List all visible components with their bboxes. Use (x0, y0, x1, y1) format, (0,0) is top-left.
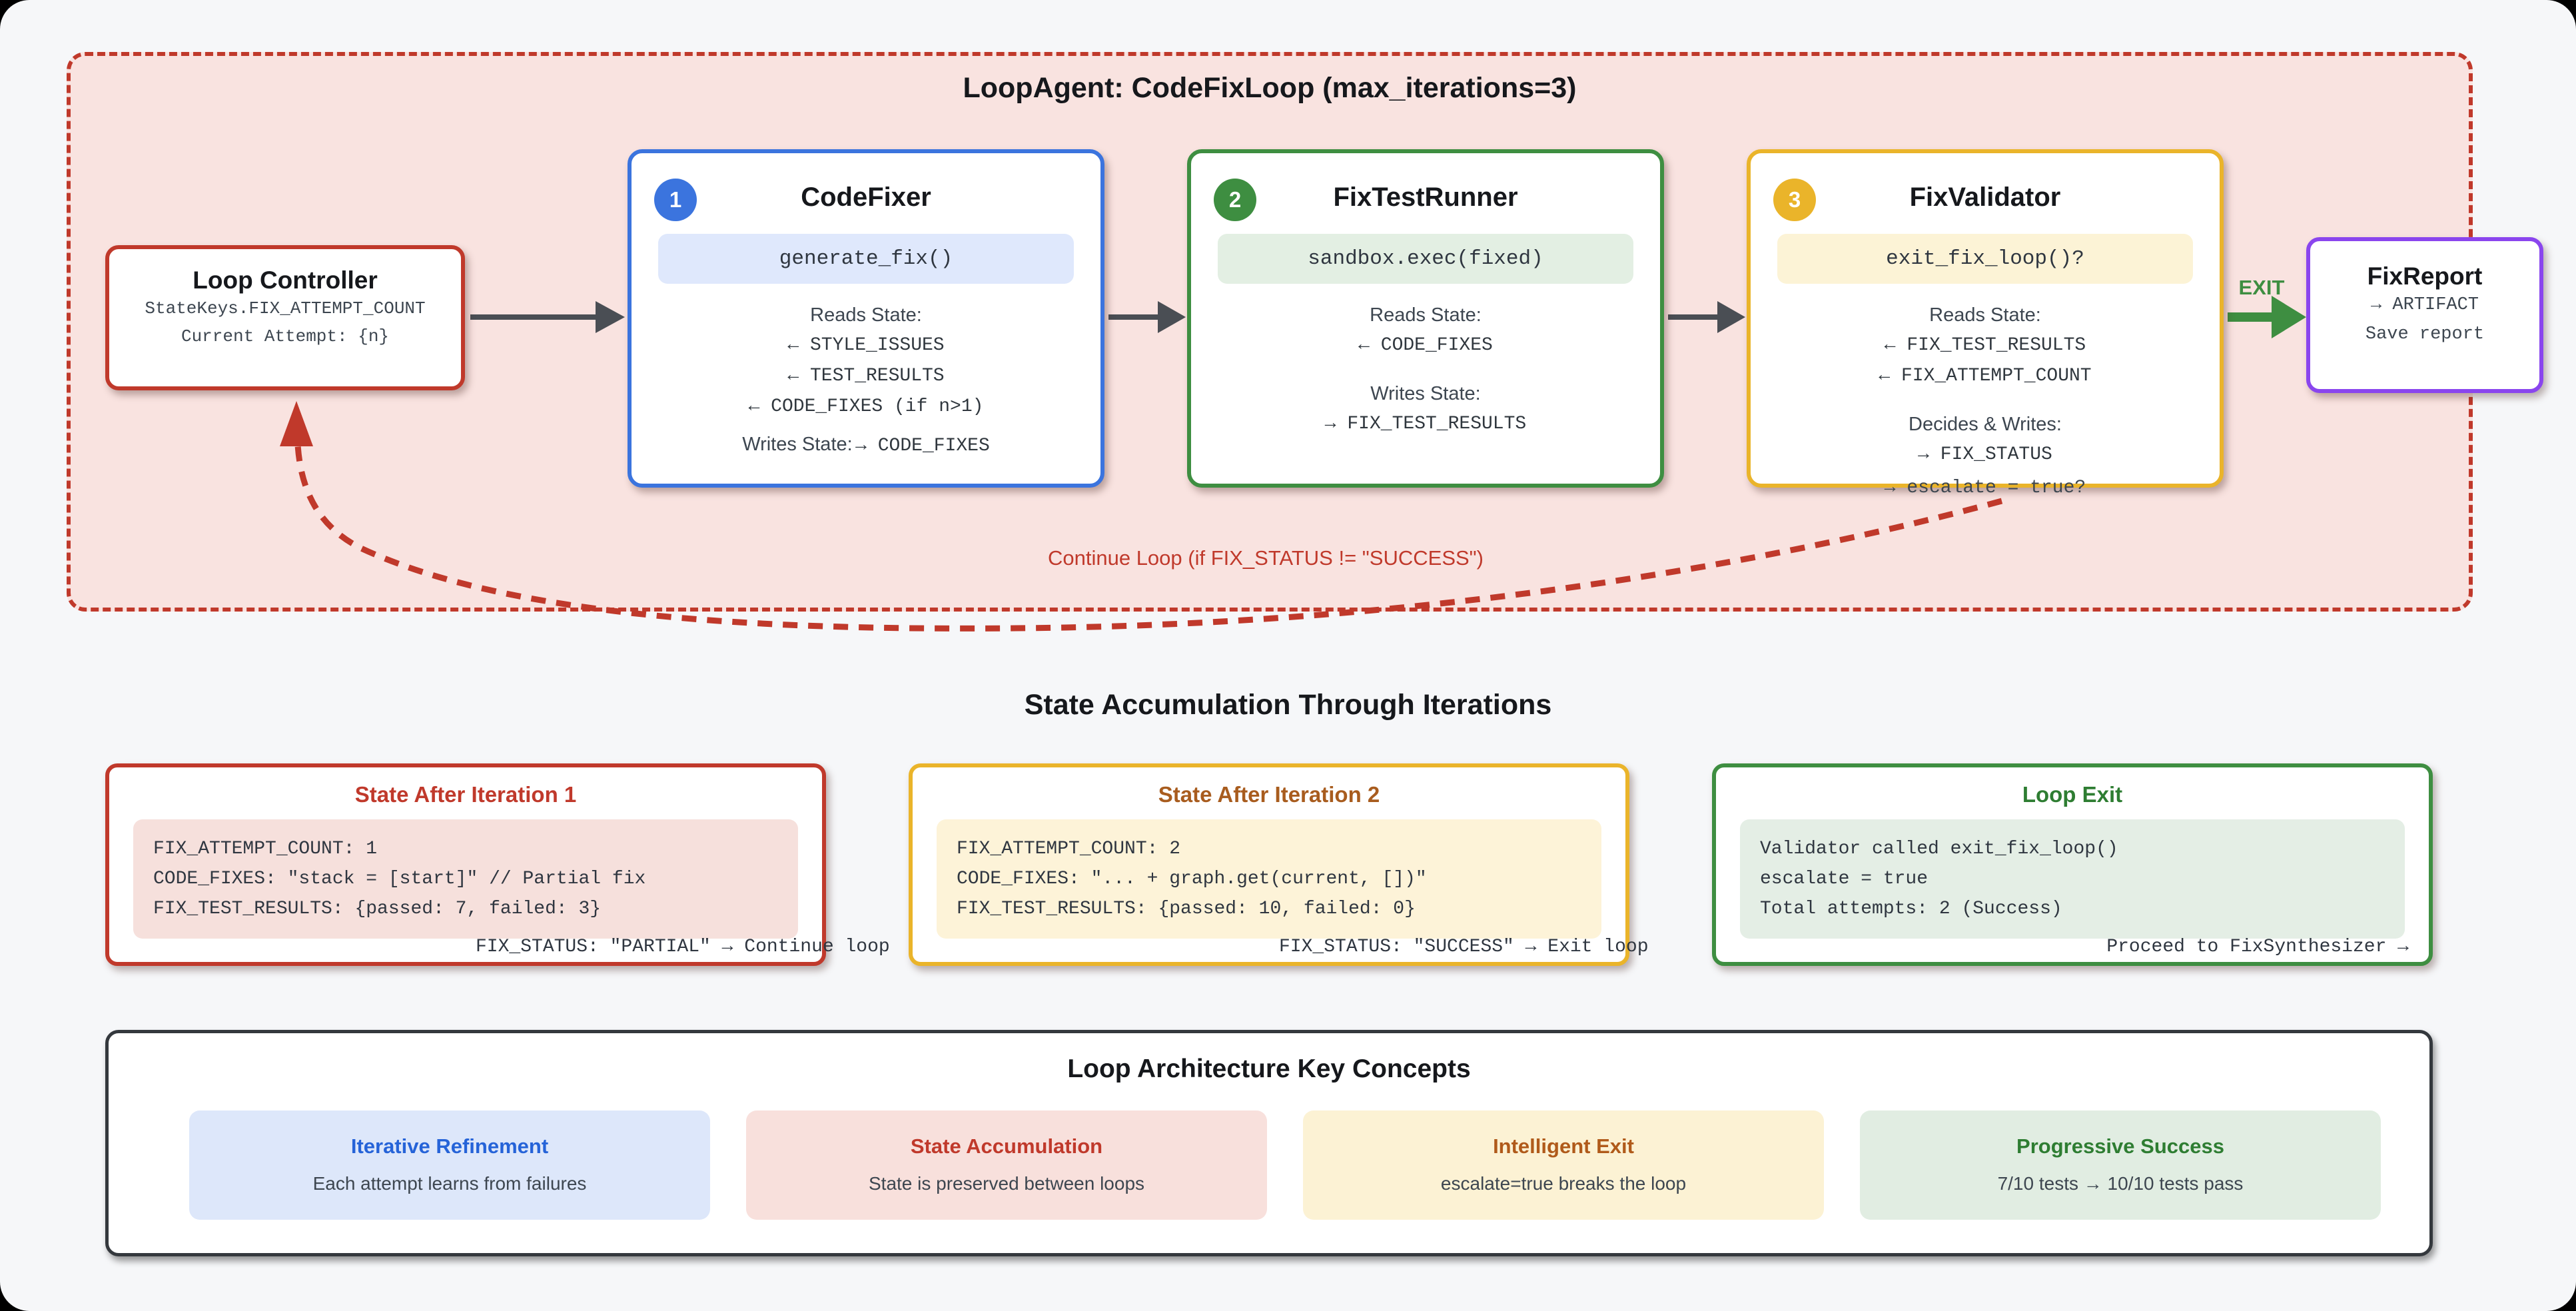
loop-region-title: LoopAgent: CodeFixLoop (max_iterations=3… (963, 72, 1577, 104)
code-line: FIX_TEST_RESULTS: {passed: 10, failed: 0… (957, 899, 1416, 919)
state-box-title: State After Iteration 2 (1158, 782, 1380, 807)
writes-state-line: Writes State: → CODE_FIXES (632, 429, 1100, 464)
reads-state-label: Reads State: (1370, 304, 1482, 326)
agent-box-fixvalidator: 3 FixValidator exit_fix_loop()? Reads St… (1747, 149, 2224, 498)
concept-card-progressive-success: Progressive Success 7/10 tests → 10/10 t… (1860, 1110, 2381, 1220)
step-number-badge: 3 (1773, 179, 1816, 221)
code-line: FIX_ATTEMPT_COUNT: 1 (153, 839, 378, 859)
reads-state-item: ← TEST_RESULTS (787, 366, 945, 386)
state-box-iteration-1: State After Iteration 1 FIX_ATTEMPT_COUN… (105, 763, 890, 966)
code-line: FIX_ATTEMPT_COUNT: 2 (957, 839, 1181, 859)
writes-state-item: → FIX_STATUS (1918, 444, 2052, 465)
key-concepts-panel: Loop Architecture Key Concepts Iterative… (105, 1030, 2433, 1256)
concept-card-title: State Accumulation (910, 1134, 1103, 1158)
state-code-block: Validator called exit_fix_loop() escalat… (1740, 819, 2405, 939)
state-box-title: Loop Exit (2022, 782, 2123, 807)
fixreport-title: FixReport (2367, 262, 2483, 290)
concept-card-desc: Each attempt learns from failures (312, 1173, 587, 1194)
code-line: CODE_FIXES: "stack = [start]" // Partial… (153, 869, 646, 889)
reads-state-item: ← STYLE_ISSUES (787, 335, 945, 356)
state-footer-line: Proceed to FixSynthesizer → (2106, 937, 2409, 957)
loop-controller-title: Loop Controller (193, 266, 378, 294)
concept-card-desc: 7/10 tests → 10/10 tests pass (1997, 1173, 2244, 1194)
controller-statekey-line: StateKeys.FIX_ATTEMPT_COUNT (145, 298, 426, 318)
agent-box-fixtestrunner: 2 FixTestRunner sandbox.exec(fixed) Read… (1187, 149, 1664, 488)
step-number-badge: 1 (654, 179, 697, 221)
reads-state-item: ← FIX_TEST_RESULTS (1884, 335, 2086, 356)
state-section-heading: State Accumulation Through Iterations (1024, 689, 1552, 721)
fixreport-save-line: Save report (2365, 324, 2485, 344)
agent-title: FixValidator (1909, 183, 2061, 212)
loop-controller-box: Loop Controller StateKeys.FIX_ATTEMPT_CO… (105, 245, 465, 390)
agent-title: FixTestRunner (1333, 183, 1518, 212)
decides-writes-label: Decides & Writes: (1909, 414, 2062, 435)
state-footer-line: FIX_STATUS: "SUCCESS" → Exit loop (1279, 937, 1649, 957)
state-code-block: FIX_ATTEMPT_COUNT: 1 CODE_FIXES: "stack … (133, 819, 798, 939)
code-line: Total attempts: 2 (Success) (1760, 899, 2062, 919)
agent-method-pill: generate_fix() (658, 234, 1074, 284)
concept-card-title: Intelligent Exit (1493, 1134, 1634, 1158)
step-number-badge: 2 (1214, 179, 1256, 221)
reads-state-item: ← CODE_FIXES (if n>1) (748, 396, 984, 417)
key-concepts-title: Loop Architecture Key Concepts (1067, 1055, 1471, 1083)
state-code-block: FIX_ATTEMPT_COUNT: 2 CODE_FIXES: "... + … (937, 819, 1601, 939)
reads-state-item: ← FIX_ATTEMPT_COUNT (1879, 366, 2092, 386)
code-line: CODE_FIXES: "... + graph.get(current, []… (957, 869, 1427, 889)
reads-state-label: Reads State: (1929, 304, 2041, 326)
concept-card-desc: escalate=true breaks the loop (1440, 1173, 1687, 1194)
concept-card-state-accumulation: State Accumulation State is preserved be… (746, 1110, 1267, 1220)
concept-card-iterative-refinement: Iterative Refinement Each attempt learns… (189, 1110, 710, 1220)
reads-state-item: ← CODE_FIXES (1358, 335, 1493, 356)
concept-card-title: Progressive Success (2016, 1134, 2224, 1158)
state-box-loop-exit: Loop Exit Validator called exit_fix_loop… (1712, 763, 2433, 966)
agent-method-pill: exit_fix_loop()? (1777, 234, 2193, 284)
writes-state-label: Writes State: (1370, 383, 1481, 404)
code-line: escalate = true (1760, 869, 1929, 889)
concept-card-intelligent-exit: Intelligent Exit escalate=true breaks th… (1303, 1110, 1824, 1220)
reads-state-label: Reads State: (810, 304, 922, 326)
state-footer-line: FIX_STATUS: "PARTIAL" → Continue loop (476, 937, 890, 957)
continue-loop-caption: Continue Loop (if FIX_STATUS != "SUCCESS… (1047, 546, 1484, 570)
controller-attempt-line: Current Attempt: {n} (181, 326, 390, 346)
writes-state-item: → CODE_FIXES (855, 436, 990, 456)
concept-card-title: Iterative Refinement (350, 1134, 549, 1158)
agent-method-pill: sandbox.exec(fixed) (1218, 234, 1633, 284)
state-box-title: State After Iteration 1 (354, 782, 577, 807)
writes-state-item: → FIX_TEST_RESULTS (1324, 414, 1527, 434)
escalate-overflow-line: → escalate = true? (1884, 478, 2086, 498)
fixreport-artifact-line: → ARTIFACT (2370, 295, 2479, 315)
writes-state-label: Writes State: (742, 434, 853, 455)
concept-card-desc: State is preserved between loops (868, 1173, 1145, 1194)
exit-label: EXIT (2238, 276, 2285, 299)
state-box-iteration-2: State After Iteration 2 FIX_ATTEMPT_COUN… (909, 763, 1649, 966)
code-line: Validator called exit_fix_loop() (1760, 839, 2118, 859)
code-line: FIX_TEST_RESULTS: {passed: 7, failed: 3} (153, 899, 602, 919)
fixreport-box: FixReport → ARTIFACT Save report (2306, 237, 2543, 393)
agent-title: CodeFixer (801, 183, 931, 212)
agent-box-codefixer: 1 CodeFixer generate_fix() Reads State: … (628, 149, 1104, 488)
